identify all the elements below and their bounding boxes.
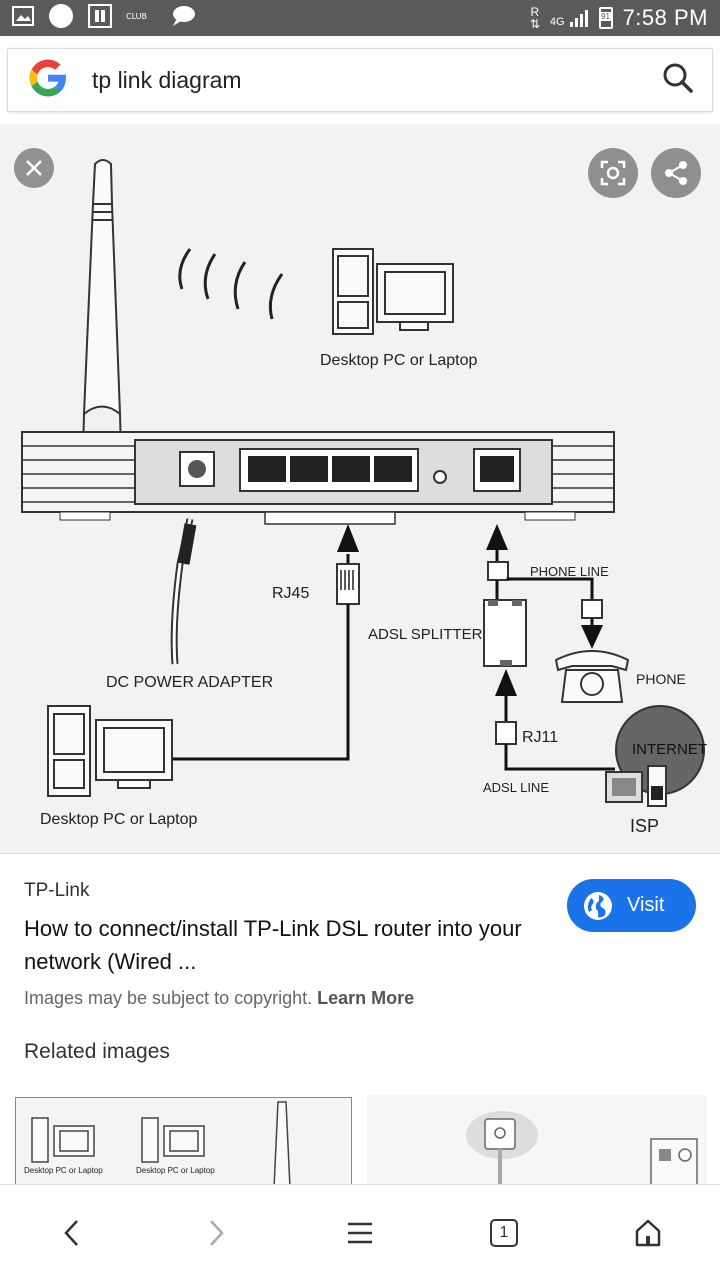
back-button[interactable] [37, 1198, 107, 1268]
router-diagram: Desktop PC or Laptop [21, 159, 707, 836]
rj45-cable [170, 524, 360, 761]
related-image-thumbnail[interactable]: Desktop PC or Laptop Desktop PC or Lapto… [15, 1097, 352, 1187]
close-button[interactable] [14, 148, 54, 188]
source-name[interactable]: TP-Link [24, 880, 90, 901]
wifi-waves-icon [178, 248, 284, 320]
thumb-label-b: Desktop PC or Laptop [136, 1166, 215, 1175]
dc-power-label: DC POWER ADAPTER [106, 674, 273, 691]
menu-button[interactable] [325, 1198, 395, 1268]
result-info: TP-Link How to connect/install TP-Link D… [0, 854, 720, 1187]
image-icon [12, 5, 34, 31]
internet-label: INTERNET [632, 741, 707, 758]
status-bar: CLUB R⇅ 4G 91 7:58 PM [0, 0, 720, 36]
sim-icon [88, 3, 112, 33]
forward-button[interactable] [181, 1198, 251, 1268]
splitter-label: ADSL SPLITTER [368, 626, 483, 643]
phone-line-label: PHONE LINE [530, 564, 609, 579]
close-icon [26, 160, 42, 176]
svg-text:CLUB: CLUB [126, 12, 147, 21]
club-icon: CLUB [126, 9, 156, 28]
battery-icon: 91 [598, 7, 613, 29]
tabs-icon: 1 [490, 1218, 518, 1247]
search-input[interactable]: tp link diagram [92, 66, 242, 93]
thumb-label-a: Desktop PC or Laptop [24, 1166, 103, 1175]
telephone-icon [554, 650, 630, 703]
desktop-pc-bottom-icon [47, 705, 173, 797]
globe-icon [584, 891, 612, 920]
image-viewer[interactable]: Desktop PC or Laptop [0, 124, 720, 854]
copyright-notice: Images may be subject to copyright. Lear… [24, 988, 414, 1009]
share-button[interactable] [651, 148, 701, 198]
chevron-right-icon [210, 1219, 224, 1246]
lens-button[interactable] [588, 148, 638, 198]
phone-label: PHONE [636, 671, 686, 687]
tabs-button[interactable]: 1 [469, 1198, 539, 1268]
clock: 7:58 PM [622, 5, 708, 30]
bottom-pc-label: Desktop PC or Laptop [40, 811, 198, 828]
adsl-splitter-group [483, 524, 615, 771]
google-logo-icon [26, 56, 70, 105]
home-button[interactable] [613, 1198, 683, 1268]
copyright-text: Images may be subject to copyright. [24, 988, 313, 1008]
visit-button[interactable]: Visit [567, 879, 696, 932]
router-icon [21, 431, 615, 525]
chat-icon [170, 4, 196, 33]
isp-label: ISP [630, 816, 659, 836]
roaming-indicator: R⇅ [529, 5, 540, 31]
related-images-heading: Related images [24, 1040, 170, 1063]
signal-icon: 4G [550, 8, 589, 28]
visit-label: Visit [627, 894, 665, 916]
search-icon[interactable] [662, 62, 694, 99]
rj11-label: RJ11 [522, 729, 558, 746]
lens-icon [600, 160, 626, 186]
circle-icon [48, 3, 74, 34]
result-title[interactable]: How to connect/install TP-Link DSL route… [24, 916, 522, 974]
bottom-navigation: 1 [0, 1184, 720, 1280]
search-area: tp link diagram [0, 36, 720, 124]
related-image-thumbnail[interactable] [367, 1095, 707, 1187]
rj45-label: RJ45 [272, 585, 309, 602]
desktop-pc-top-icon [332, 248, 454, 335]
home-icon [635, 1219, 661, 1246]
adsl-line-label: ADSL LINE [483, 780, 549, 795]
learn-more-link[interactable]: Learn More [317, 988, 415, 1008]
dc-power-cable [170, 518, 197, 665]
chevron-left-icon [64, 1219, 78, 1246]
search-bar[interactable]: tp link diagram [7, 48, 713, 112]
hamburger-icon [348, 1222, 372, 1243]
share-icon [665, 161, 687, 185]
internet-globe-icon: INTERNET [605, 705, 707, 807]
tab-count: 1 [499, 1223, 509, 1241]
top-pc-label: Desktop PC or Laptop [320, 352, 478, 369]
